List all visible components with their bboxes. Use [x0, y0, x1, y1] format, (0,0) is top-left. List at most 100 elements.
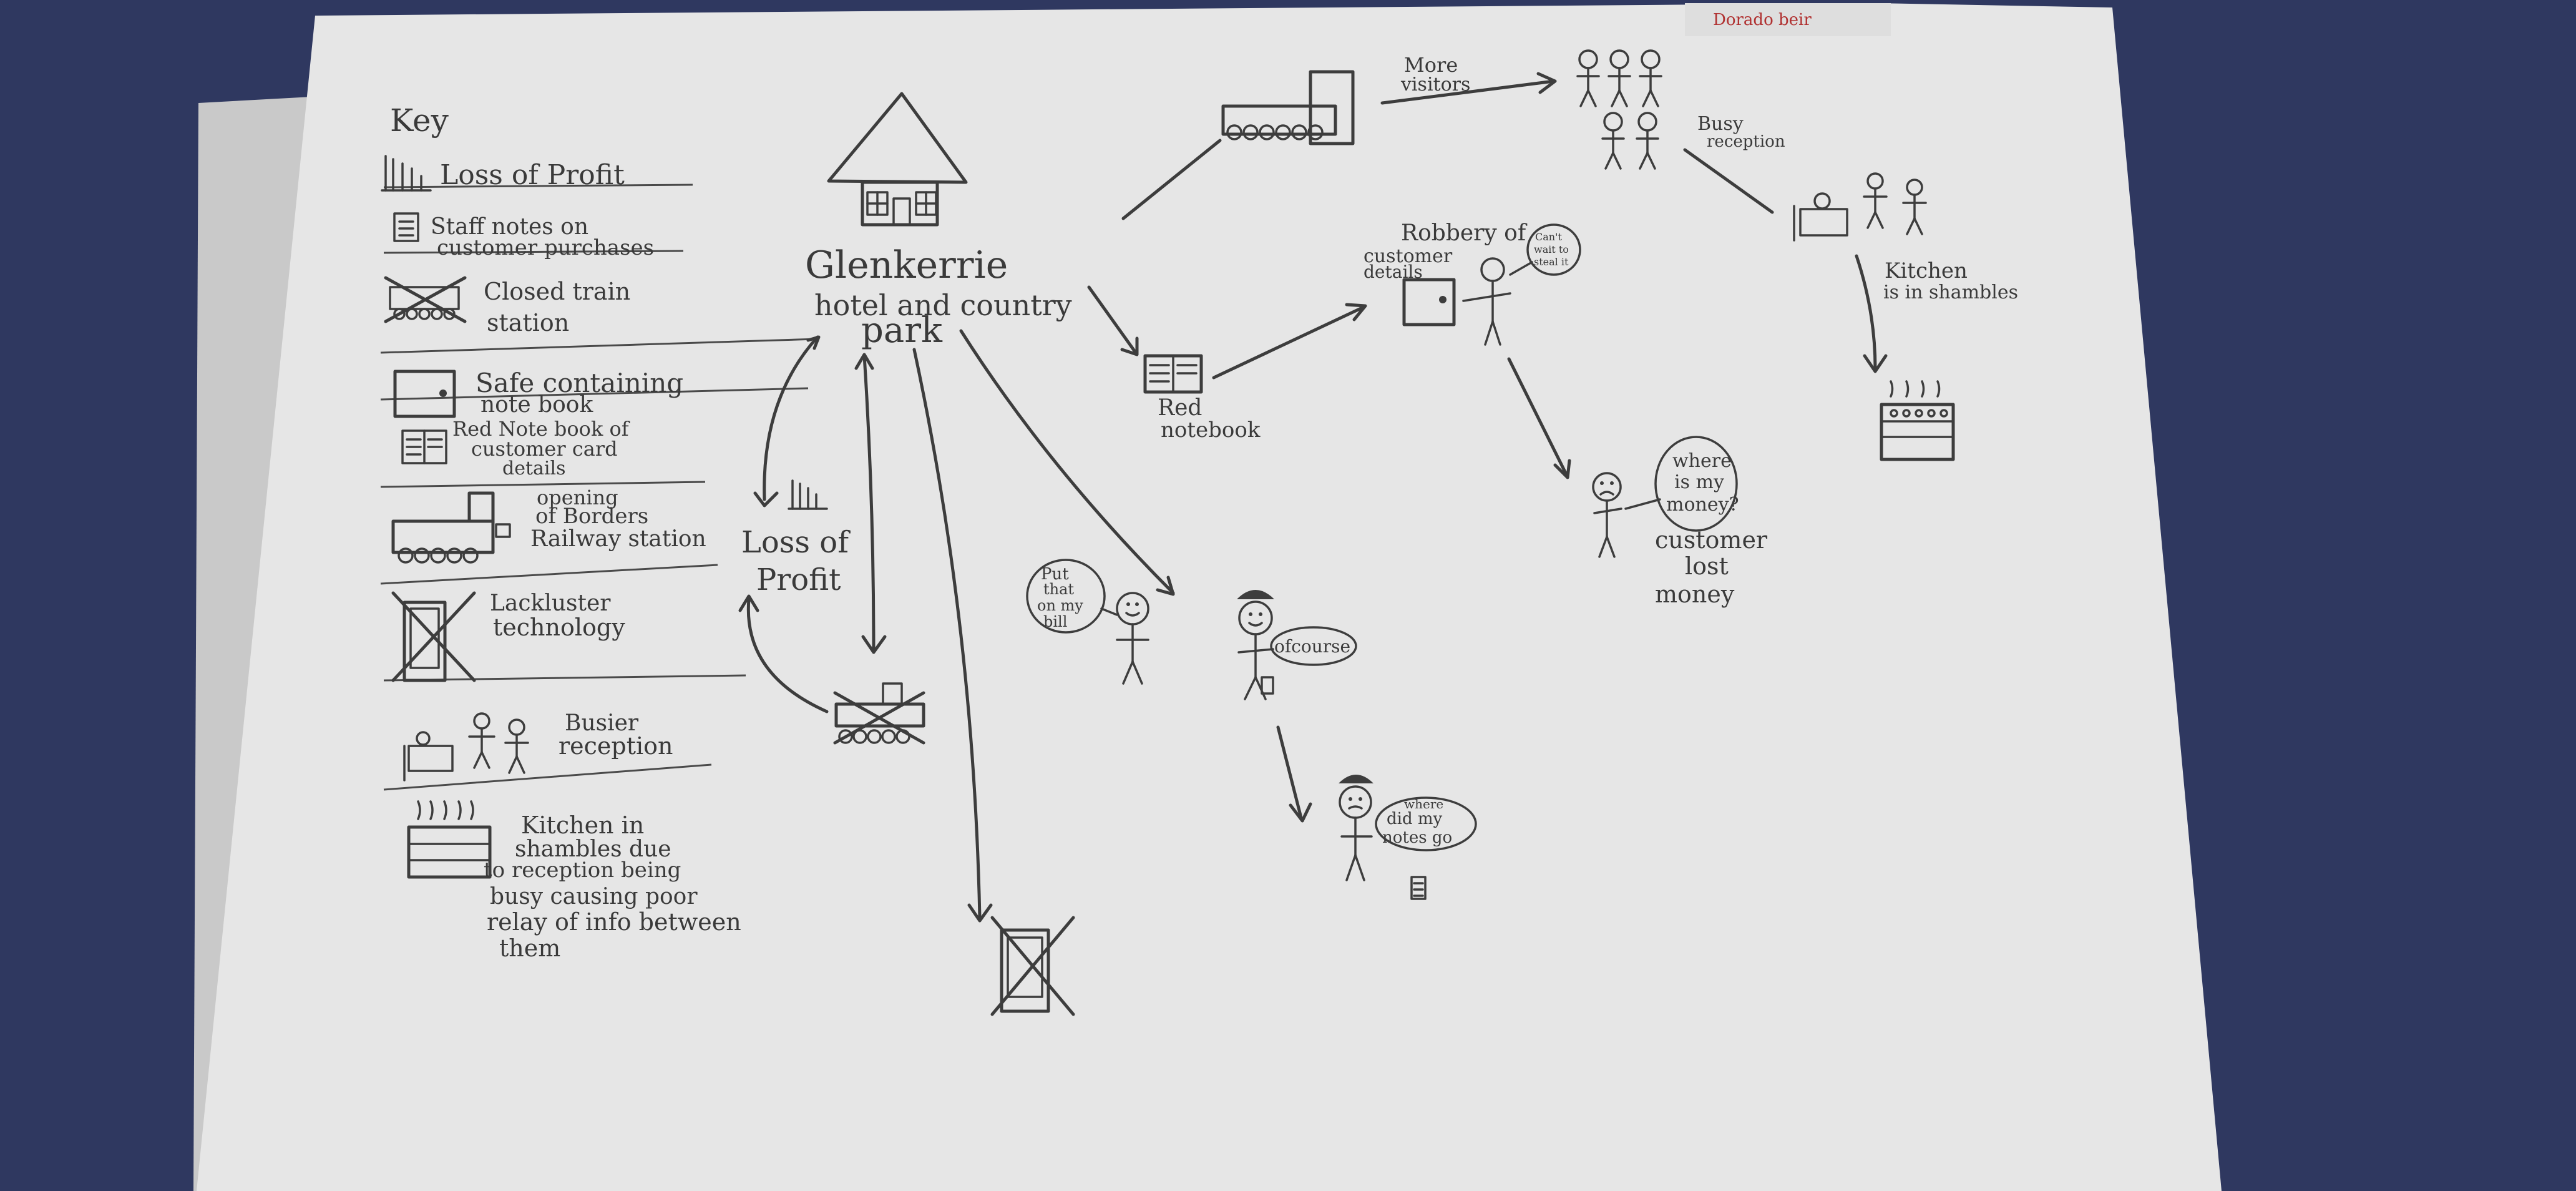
closed-train-icon [384, 276, 467, 323]
thief-figure [1462, 257, 1511, 346]
put-on-bill-line-1: that [1043, 581, 1074, 598]
lost-money-line-0: customer [1655, 526, 1768, 554]
put-on-bill-line-2: on my [1037, 597, 1083, 614]
where-money-line-1: is my [1674, 471, 1724, 493]
red-notebook-icon [1143, 354, 1203, 394]
center-arrows [738, 139, 1222, 923]
kitchen-shambles-line-0: Kitchen [1885, 258, 1968, 283]
worried-staff-figure [1339, 775, 1373, 881]
visitors-group [1576, 49, 1662, 170]
loss-of-profit-line-0: Loss of [741, 525, 851, 560]
key-item-5-line-0: opening [537, 486, 618, 509]
arrow-to-visitors [1380, 79, 1556, 105]
guest-figure [1116, 592, 1149, 685]
key-item-5-line-2: Railway station [530, 526, 706, 552]
key-item-6-line-1: technology [493, 614, 625, 641]
key-item-3-line-1: note book [481, 392, 593, 418]
key-item-5-line-1: of Borders [535, 504, 648, 529]
kitchen-shambles-line-1: is in shambles [1883, 282, 2018, 303]
key-item-2-line-0: Closed train [484, 278, 630, 305]
where-notes-line-0: where [1404, 796, 1443, 811]
where-money-line-0: where [1672, 450, 1732, 472]
speech-bubble-of-course: ofcourse [1270, 626, 1357, 666]
where-notes-line-2: notes go [1382, 828, 1452, 847]
speech-bubble-where-notes: where did my notes go [1375, 796, 1477, 851]
key-item-2-line-1: station [487, 309, 569, 336]
loss-of-profit-line-1: Profit [756, 562, 841, 597]
graph-icon [788, 479, 828, 510]
cant-wait-line-1: wait to [1534, 243, 1569, 255]
cant-wait-line-2: steal it [1534, 256, 1569, 268]
paper-sheet [197, 3, 2222, 1191]
graph-icon [381, 155, 432, 192]
crossed-phone-icon [391, 591, 476, 682]
red-notebook-line-0: Red [1158, 395, 1202, 421]
speech-bubble-cant-wait: Can't wait to steal it [1509, 223, 1581, 276]
kitchen-icon [407, 800, 492, 879]
busy-reception-line-0: Busy [1697, 113, 1744, 135]
kitchen-shambles-label: Kitchen is in shambles [1883, 258, 2018, 303]
key-item-4-line-0: Red Note book of [452, 417, 630, 441]
safe-icon [393, 370, 456, 418]
speech-bubble-put-on-bill: Put that on my bill [1026, 559, 1118, 634]
key-item-8-line-4: relay of info between [487, 908, 741, 936]
reception-icon [1793, 172, 1927, 242]
key-item-8-line-5: them [499, 934, 560, 962]
put-on-bill-line-3: bill [1043, 613, 1067, 630]
key-item-1-line-0: Staff notes on [431, 214, 588, 240]
lost-money-line-2: money [1655, 581, 1735, 608]
lost-money-line-1: lost [1685, 552, 1729, 580]
train-icon [1221, 70, 1355, 145]
robbery-label: Robbery of customer details [1364, 220, 1528, 282]
hotel-title: Glenkerrie hotel and country park [805, 243, 1072, 351]
put-on-bill-line-0: Put [1041, 565, 1069, 584]
key-title: Key [390, 102, 449, 139]
key-item-8-line-1: shambles due [515, 836, 671, 862]
robbery-line-0: Robbery of [1401, 220, 1528, 246]
key-item-0-line-0: Loss of Profit [440, 159, 625, 191]
more-visitors-line-0: More [1404, 53, 1458, 77]
speech-bubble-where-money: where is my money? [1624, 436, 1739, 532]
corner-card [1685, 3, 1891, 36]
sad-customer-figure [1592, 472, 1622, 558]
key-item-8-line-3: busy causing poor [490, 884, 698, 909]
hotel-house-icon [827, 92, 968, 227]
busy-reception-line-1: reception [1707, 132, 1785, 151]
where-notes-line-1: did my [1387, 810, 1443, 828]
key-item-1-line-1: customer purchases [437, 235, 654, 260]
key-item-7-line-0: Busier [565, 710, 639, 736]
key-item-8-line-2: to reception being [484, 858, 681, 883]
crossed-phone-icon [990, 916, 1075, 1016]
notes-icon [393, 212, 419, 242]
busy-reception-label: Busy reception [1697, 113, 1785, 151]
staff-figure [1237, 590, 1274, 700]
hotel-title-line-0: Glenkerrie [805, 243, 1008, 287]
corner-note: Dorado beir [1713, 11, 1812, 29]
key-item-7-line-1: reception [559, 732, 673, 760]
key-item-8-line-0: Kitchen in [521, 811, 644, 839]
key-item-4-line-1: customer card [471, 437, 618, 461]
where-money-line-2: money? [1666, 494, 1739, 516]
robbery-line-1: customer [1364, 245, 1453, 267]
kitchen-icon [1880, 380, 1955, 461]
train-icon [391, 491, 511, 564]
reception-icon [403, 712, 529, 782]
loss-of-profit-node: Loss of Profit [741, 479, 851, 597]
key-item-4-line-2: details [502, 458, 565, 479]
closed-train-icon [833, 682, 925, 745]
red-notebook-line-1: notebook [1161, 418, 1261, 443]
hotel-title-line-2: park [861, 310, 943, 351]
key-item-6-line-0: Lackluster [490, 591, 611, 616]
key-item-3-line-0: Safe containing [476, 368, 683, 398]
safe-icon [1402, 278, 1456, 326]
key-items-text: Loss of Profit Staff notes on customer p… [431, 159, 741, 962]
hotel-title-line-1: hotel and country [814, 288, 1072, 322]
key-panel: Key [380, 102, 818, 962]
of-course-text: ofcourse [1274, 636, 1350, 657]
red-notebook-icon [401, 429, 447, 464]
cant-wait-line-0: Can't [1535, 231, 1562, 243]
customer-lost-money-label: customer lost money [1655, 526, 1768, 608]
red-notebook-label: Red notebook [1158, 395, 1261, 443]
